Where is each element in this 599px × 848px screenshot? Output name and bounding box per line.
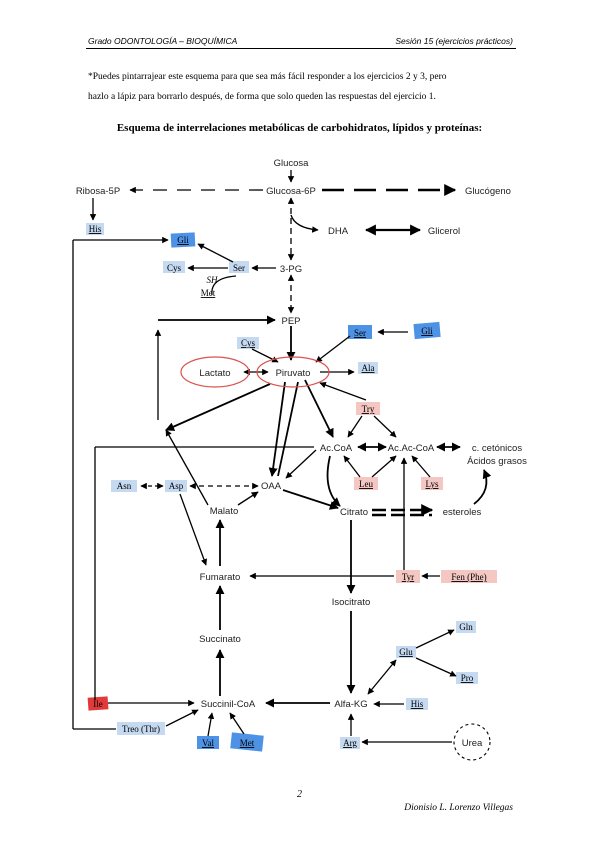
node-acacoa: Ac.Ac-CoA	[388, 443, 435, 454]
aa-cys-top: Cys	[167, 263, 182, 273]
diagram-title: Esquema de interrelaciones metabólicas d…	[116, 122, 483, 134]
piruvato-circle	[256, 356, 330, 388]
aa-his-bottom: His	[411, 699, 424, 709]
aa-ser-top: Ser	[233, 263, 245, 273]
node-glucosa: Glucosa	[274, 158, 310, 169]
aa-ile: Ile	[93, 699, 103, 709]
aa-cys-mid: Cys	[241, 338, 256, 348]
node-acidos-grasos: Ácidos grasos	[467, 456, 527, 467]
instructions-line-1: *Puedes pintarrajear este esquema para q…	[88, 72, 447, 82]
aa-gli-top: Gli	[177, 235, 189, 245]
aa-asn: Asn	[117, 481, 132, 491]
node-ribosa5p: Ribosa-5P	[76, 186, 120, 197]
aa-ala: Ala	[362, 363, 375, 373]
aa-ser-right: Ser	[354, 328, 366, 338]
aa-tyr: Tyr	[402, 572, 414, 582]
author: Dionisio L. Lorenzo Villegas	[404, 803, 513, 813]
node-glucosa6p: Glucosa-6P	[266, 186, 316, 197]
header-left: Grado ODONTOLOGÍA – BIOQUÍMICA	[88, 36, 238, 46]
page-number: 2	[297, 789, 302, 800]
aa-lys: Lys	[425, 479, 439, 489]
aa-glu: Glu	[399, 647, 413, 657]
node-alfakg: Alfa-KG	[334, 699, 367, 710]
lactato-circle	[180, 356, 250, 388]
node-malato: Malato	[210, 506, 239, 517]
node-citrato: Citrato	[340, 507, 368, 518]
aa-his-top: His	[89, 224, 102, 234]
aa-val: Val	[202, 738, 214, 748]
aa-gli-right: Gli	[421, 326, 433, 336]
urea-circle	[453, 723, 491, 761]
aa-gln: Gln	[459, 622, 473, 632]
node-succinato: Succinato	[199, 634, 241, 645]
node-cetonicos: c. cetónicos	[472, 443, 522, 454]
highlights	[86, 223, 497, 752]
node-lactato: Lactato	[199, 368, 230, 379]
arrows	[72, 170, 492, 746]
node-fumarato: Fumarato	[200, 572, 241, 583]
node-glucogeno: Glucógeno	[465, 186, 511, 197]
node-esteroles: esteroles	[443, 507, 482, 518]
node-3pg: 3-PG	[280, 264, 302, 275]
aa-asp: Asp	[169, 481, 184, 491]
node-succinilcoa: Succinil-CoA	[201, 699, 256, 710]
node-sh: SH	[207, 275, 219, 285]
node-isocitrato: Isocitrato	[332, 597, 371, 608]
instructions-line-2: hazlo a lápiz para borrarlo después, de …	[88, 92, 436, 102]
node-pep: PEP	[281, 316, 300, 327]
aa-treo: Treo (Thr)	[122, 724, 160, 734]
aa-try: Try	[362, 404, 375, 414]
node-glicerol: Glicerol	[428, 226, 460, 237]
aa-fen: Fen (Phe)	[451, 572, 486, 582]
node-dhap: DHA	[328, 226, 349, 237]
aa-arg: Arg	[343, 738, 357, 748]
node-acoa: Ac.CoA	[320, 443, 353, 454]
amino-acid-labels: His Gli Cys Ser Met Ser Gli Cys Ala Try …	[89, 224, 487, 748]
aa-met-bottom: Met	[240, 738, 255, 748]
header-right: Sesión 15 (ejercicios prácticos)	[395, 36, 513, 46]
aa-pro: Pro	[461, 673, 474, 683]
metabolite-labels: Glucosa Ribosa-5P Glucosa-6P Glucógeno D…	[76, 158, 527, 749]
node-urea: Urea	[462, 738, 483, 749]
node-piruvato: Piruvato	[276, 368, 311, 379]
header-rule	[86, 48, 516, 49]
node-oaa: OAA	[261, 481, 282, 492]
aa-leu: Leu	[359, 479, 373, 489]
aa-met-top: Met	[201, 288, 216, 298]
